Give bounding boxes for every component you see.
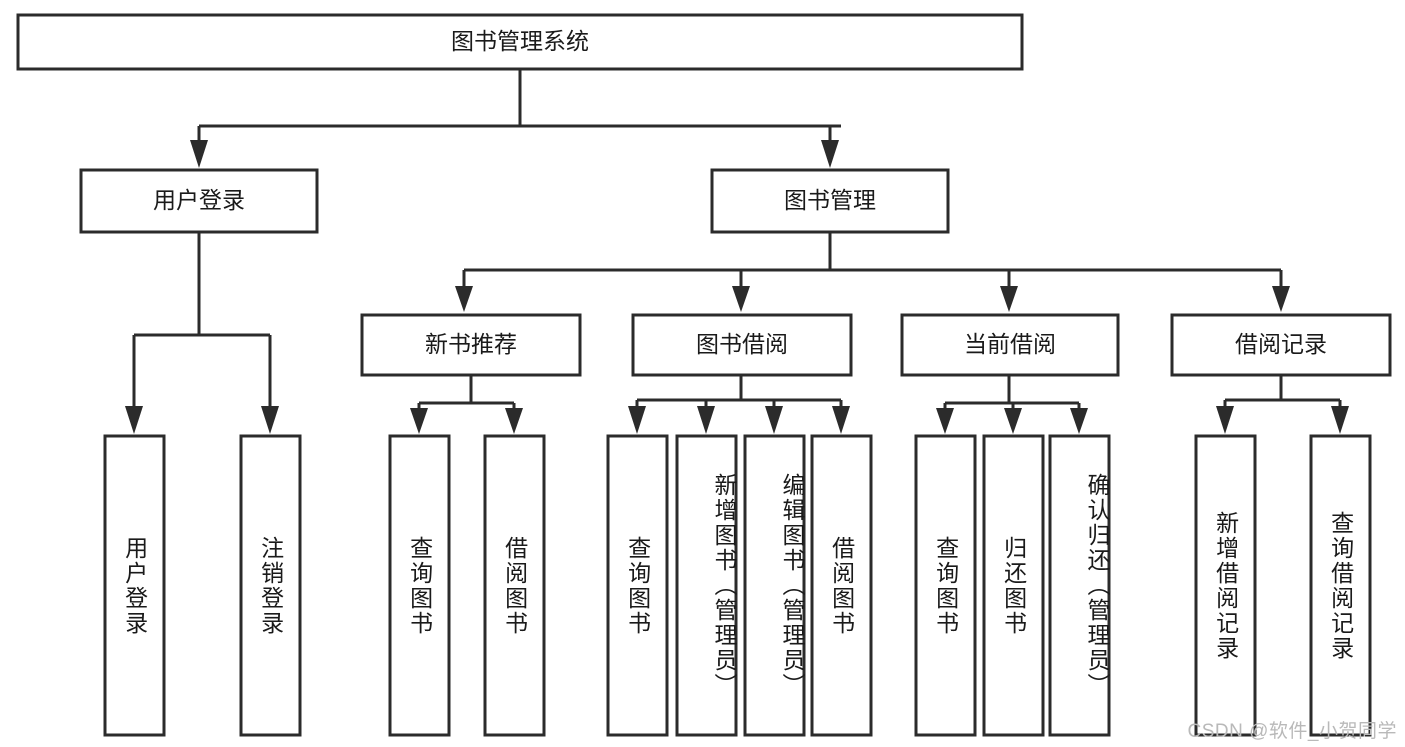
arrow-head-book-borrow: [732, 286, 750, 312]
arrow-head-borrow-record: [1272, 286, 1290, 312]
leaf-rect-query-book-2[interactable]: [606, 434, 669, 737]
watermark: CSDN @软件_小贺同学: [1187, 721, 1397, 742]
node-user-login-rect[interactable]: [79, 168, 319, 234]
node-book-manage-rect[interactable]: [710, 168, 950, 234]
leaf-rect-user-login[interactable]: [103, 434, 166, 737]
arrow-head-leaf-confirm-return: [1070, 408, 1088, 434]
connector-group-current-borrow: [936, 375, 1088, 434]
leaf-rect-add-book[interactable]: [675, 434, 738, 737]
leaf-rect-return-book[interactable]: [982, 434, 1045, 737]
arrow-head-leaf-user-logout: [261, 406, 279, 434]
node-user-login-label: 用户登录: [153, 187, 245, 213]
node-borrow-record-label: 借阅记录: [1235, 331, 1327, 357]
leaf-boxes: [103, 434, 1372, 737]
node-book-manage-label: 图书管理: [784, 187, 876, 213]
node-book-borrow[interactable]: 图书借阅: [631, 313, 853, 377]
node-book-borrow-rect[interactable]: [631, 313, 853, 377]
leaf-rect-query-book-1[interactable]: [388, 434, 451, 737]
leaf-rect-confirm-return[interactable]: [1048, 434, 1111, 737]
connector-group-new-book-recommend: [410, 375, 523, 434]
node-book-borrow-label: 图书借阅: [696, 331, 788, 357]
node-new-book-recommend[interactable]: 新书推荐: [360, 313, 582, 377]
arrow-head-current-borrow: [1000, 286, 1018, 312]
arrow-head-leaf-add-record: [1216, 406, 1234, 434]
connector-group-root: [190, 69, 841, 168]
connector-group-borrow-record: [1216, 375, 1349, 434]
node-current-borrow-label: 当前借阅: [964, 331, 1056, 357]
node-new-book-recommend-label: 新书推荐: [425, 331, 517, 357]
connector-group-book-borrow: [628, 375, 850, 434]
arrow-head-book-manage: [821, 140, 839, 168]
node-root-rect[interactable]: [16, 13, 1024, 71]
arrow-head-leaf-return-book: [1004, 408, 1022, 434]
node-book-manage[interactable]: 图书管理: [710, 168, 950, 234]
node-root-label: 图书管理系统: [451, 28, 589, 54]
leaf-rect-borrow-book-2[interactable]: [810, 434, 873, 737]
node-user-login[interactable]: 用户登录: [79, 168, 319, 234]
arrow-head-new-book-recommend: [455, 286, 473, 312]
node-new-book-recommend-rect[interactable]: [360, 313, 582, 377]
leaf-rect-query-record[interactable]: [1309, 434, 1372, 737]
node-root[interactable]: 图书管理系统: [16, 13, 1024, 71]
leaf-rect-borrow-book-1[interactable]: [483, 434, 546, 737]
connector-group-user-login: [125, 232, 279, 434]
arrow-head-leaf-user-login: [125, 406, 143, 434]
node-current-borrow[interactable]: 当前借阅: [900, 313, 1120, 377]
node-borrow-record-rect[interactable]: [1170, 313, 1392, 377]
node-current-borrow-rect[interactable]: [900, 313, 1120, 377]
leaf-rect-query-book-3[interactable]: [914, 434, 977, 737]
node-borrow-record[interactable]: 借阅记录: [1170, 313, 1392, 377]
arrow-head-leaf-borrow-book-1: [505, 408, 523, 434]
arrow-head-leaf-query-book-2: [628, 406, 646, 434]
arrow-head-leaf-add-book: [697, 406, 715, 434]
arrow-head-leaf-query-record: [1331, 406, 1349, 434]
arrow-head-user-login: [190, 140, 208, 168]
arrow-head-leaf-query-book-3: [936, 408, 954, 434]
arrow-head-leaf-query-book-1: [410, 408, 428, 434]
leaf-rect-edit-book[interactable]: [743, 434, 806, 737]
leaf-rect-add-record[interactable]: [1194, 434, 1257, 737]
connector-group-book-manage: [455, 232, 1290, 312]
arrow-head-leaf-edit-book: [765, 406, 783, 434]
arrow-head-leaf-borrow-book-2: [832, 406, 850, 434]
leaf-rect-user-logout[interactable]: [239, 434, 302, 737]
